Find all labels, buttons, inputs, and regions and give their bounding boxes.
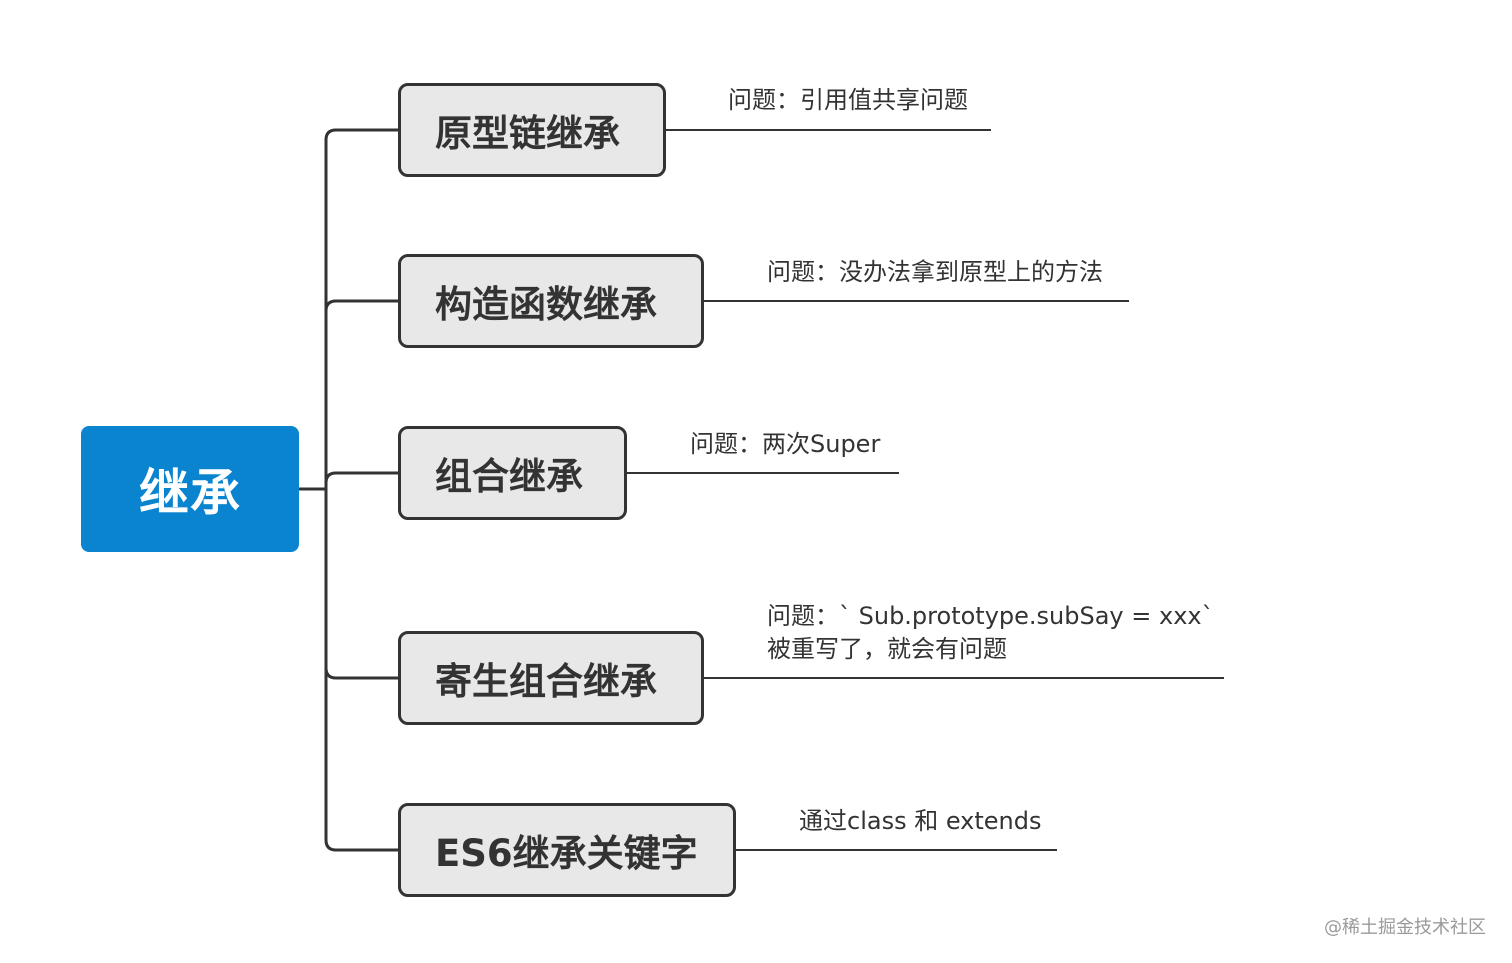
note-es6: 通过class 和 extends	[799, 805, 1042, 838]
branch-node-constructor[interactable]: 构造函数继承	[398, 254, 704, 348]
note-text-line-1: 问题：` Sub.prototype.subSay = xxx`	[767, 602, 1214, 630]
note-text: 问题：没办法拿到原型上的方法	[767, 258, 1103, 286]
branch-node-label: 原型链继承	[435, 112, 620, 155]
branch-node-label: ES6继承关键字	[435, 832, 698, 875]
note-text-line-2: 被重写了，就会有问题	[767, 635, 1007, 663]
note-prototype-chain: 问题：引用值共享问题	[728, 84, 968, 117]
branch-connector-parasitic	[324, 489, 398, 680]
note-combination: 问题：两次Super	[690, 428, 880, 461]
branch-node-label: 组合继承	[435, 455, 583, 498]
branch-connector-prototype-chain	[324, 128, 398, 489]
note-text: 问题：引用值共享问题	[728, 86, 968, 114]
branch-node-parasitic-combination[interactable]: 寄生组合继承	[398, 631, 704, 725]
note-text: 通过class 和 extends	[799, 807, 1042, 835]
branch-node-prototype-chain[interactable]: 原型链继承	[398, 83, 666, 177]
branch-node-combination[interactable]: 组合继承	[398, 426, 627, 520]
note-text: 问题：两次Super	[690, 430, 881, 458]
branch-connector-constructor	[324, 299, 398, 312]
note-parasitic-combination: 问题：` Sub.prototype.subSay = xxx` 被重写了，就会…	[767, 600, 1214, 666]
note-constructor: 问题：没办法拿到原型上的方法	[767, 256, 1103, 289]
branch-node-es6[interactable]: ES6继承关键字	[398, 803, 736, 897]
branch-node-label: 寄生组合继承	[435, 660, 657, 703]
branch-node-label: 构造函数继承	[435, 283, 657, 326]
branch-connector-combination	[324, 471, 398, 484]
root-node-label: 继承	[139, 464, 241, 522]
watermark: @稀土掘金技术社区	[1324, 917, 1486, 938]
branch-connector-es6	[324, 489, 398, 852]
root-node-inheritance[interactable]: 继承	[81, 426, 299, 552]
